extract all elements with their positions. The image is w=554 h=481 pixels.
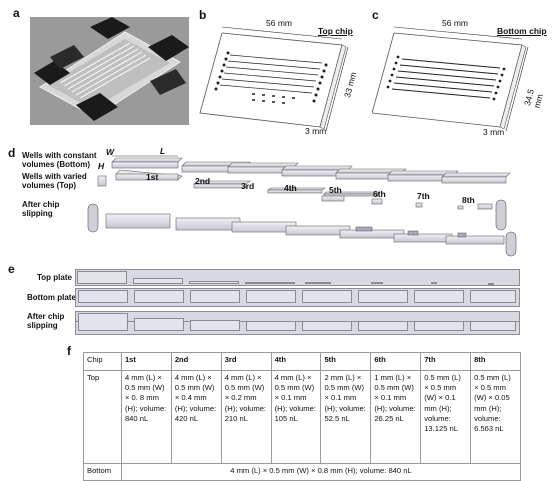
cell-top-3: 4 mm (L) × 0.5 mm (W) × 0.2 mm (H); volu…: [220, 370, 272, 464]
top-chip-title: Top chip: [318, 26, 353, 36]
panel-label-c: c: [372, 8, 379, 22]
header-2nd: 2nd: [170, 352, 222, 371]
merged-well-8: [470, 321, 516, 331]
header-5th: 5th: [320, 352, 372, 371]
merged-well-4: [246, 321, 296, 331]
ordinal-5: 5th: [329, 185, 342, 195]
table-row-bottom: Bottom 4 mm (L) × 0.5 mm (W) × 0.8 mm (H…: [83, 463, 522, 481]
header-8th: 8th: [470, 352, 521, 371]
top-well-4: [245, 282, 295, 284]
bottom-well-2: [134, 290, 184, 303]
label-top-plate: Top plate: [37, 273, 72, 282]
cell-top-7: 0.5 mm (L) × 0.5 mm (W) × 0.1 mm (H); vo…: [420, 370, 472, 464]
merged-well-2: [134, 318, 184, 331]
top-chip-diagram: [199, 26, 349, 132]
header-chip: Chip: [83, 352, 122, 371]
bottom-well-5: [302, 290, 352, 303]
bottom-well-6: [358, 290, 408, 303]
top-chip-depth: 3 mm: [305, 126, 327, 136]
dim-l: L: [160, 146, 166, 156]
top-well-8: [488, 283, 494, 285]
bottom-plate-strip: [75, 288, 520, 307]
panel-label-e: e: [8, 262, 15, 276]
label-after-slip-e: After chip slipping: [27, 312, 65, 330]
wells-diagram: [87, 155, 517, 257]
header-7th: 7th: [420, 352, 472, 371]
panel-label-b: b: [199, 8, 207, 22]
top-well-3: [189, 281, 239, 284]
header-1st: 1st: [120, 352, 172, 371]
bottom-well-8: [470, 290, 516, 303]
table-header-row: Chip 1st 2nd 3rd 4th 5th 6th 7th 8th: [83, 352, 521, 371]
cell-top-5: 2 mm (L) × 0.5 mm (W) × 0.1 mm (H); volu…: [320, 370, 372, 464]
ordinal-4: 4th: [284, 183, 297, 193]
ordinal-7: 7th: [417, 191, 430, 201]
dimensions-table: Chip 1st 2nd 3rd 4th 5th 6th 7th 8th Top…: [83, 352, 522, 481]
bottom-well-4: [246, 290, 296, 303]
merged-well-7: [414, 321, 464, 331]
cell-top-2: 4 mm (L) × 0.5 mm (W) × 0.4 mm (H); volu…: [170, 370, 222, 464]
top-plate-strip: [75, 269, 520, 286]
row-label-top: Top: [83, 370, 122, 464]
bottom-chip-diagram: [372, 26, 529, 132]
dim-w: W: [106, 147, 115, 157]
top-well-7: [431, 282, 437, 284]
ordinal-3: 3rd: [241, 181, 255, 191]
cell-bottom: 4 mm (L) × 0.5 mm (W) × 0.8 mm (H); volu…: [120, 463, 522, 481]
label-after-slipping: After chip slipping: [22, 200, 60, 218]
cell-top-6: 1 mm (L) × 0.5 mm (W) × 0.1 mm (H); volu…: [370, 370, 422, 464]
merged-well-5: [302, 321, 352, 331]
top-well-5: [305, 282, 331, 284]
top-well-1: [77, 271, 127, 284]
bottom-chip-depth: 3 mm: [483, 127, 505, 137]
top-well-6: [371, 282, 383, 284]
label-wells-varied: Wells with varied volumes (Top): [22, 172, 87, 190]
cell-top-1: 4 mm (L) × 0.5 mm (W) × 0. 8 mm (H); vol…: [120, 370, 172, 464]
bottom-well-7: [414, 290, 464, 303]
table-row-top: Top 4 mm (L) × 0.5 mm (W) × 0. 8 mm (H);…: [83, 370, 521, 464]
ordinal-1: 1st: [146, 172, 159, 182]
device-photo: [30, 17, 189, 125]
bottom-well-3: [190, 290, 240, 303]
cell-top-4: 4 mm (L) × 0.5 mm (W) × 0.1 mm (H); volu…: [270, 370, 322, 464]
panel-label-d: d: [8, 146, 16, 160]
cell-top-8: 0.5 mm (L) × 0.5 mm (W) × 0.05 mm (H); v…: [470, 370, 521, 464]
bottom-well-1: [78, 290, 128, 303]
header-4th: 4th: [270, 352, 322, 371]
ordinal-8: 8th: [462, 195, 475, 205]
ordinal-6: 6th: [373, 189, 386, 199]
row-label-bottom: Bottom: [83, 463, 122, 481]
bottom-chip-width: 56 mm: [442, 18, 468, 28]
top-chip-width: 56 mm: [266, 18, 292, 28]
label-bottom-plate: Bottom plate: [27, 293, 76, 302]
header-6th: 6th: [370, 352, 422, 371]
plate-interface-line: [75, 321, 520, 322]
panel-label-f: f: [67, 344, 71, 358]
merged-well-6: [358, 321, 408, 331]
merged-well-1: [78, 313, 128, 331]
top-well-2: [133, 278, 183, 284]
header-3rd: 3rd: [220, 352, 272, 371]
device-photo-graphic: [30, 17, 189, 125]
merged-well-3: [190, 320, 240, 331]
ordinal-2: 2nd: [195, 176, 211, 186]
dim-h: H: [98, 161, 105, 171]
label-wells-constant: Wells with constant volumes (Bottom): [22, 151, 97, 169]
bottom-chip-title: Bottom chip: [497, 26, 547, 36]
panel-label-a: a: [13, 6, 20, 20]
